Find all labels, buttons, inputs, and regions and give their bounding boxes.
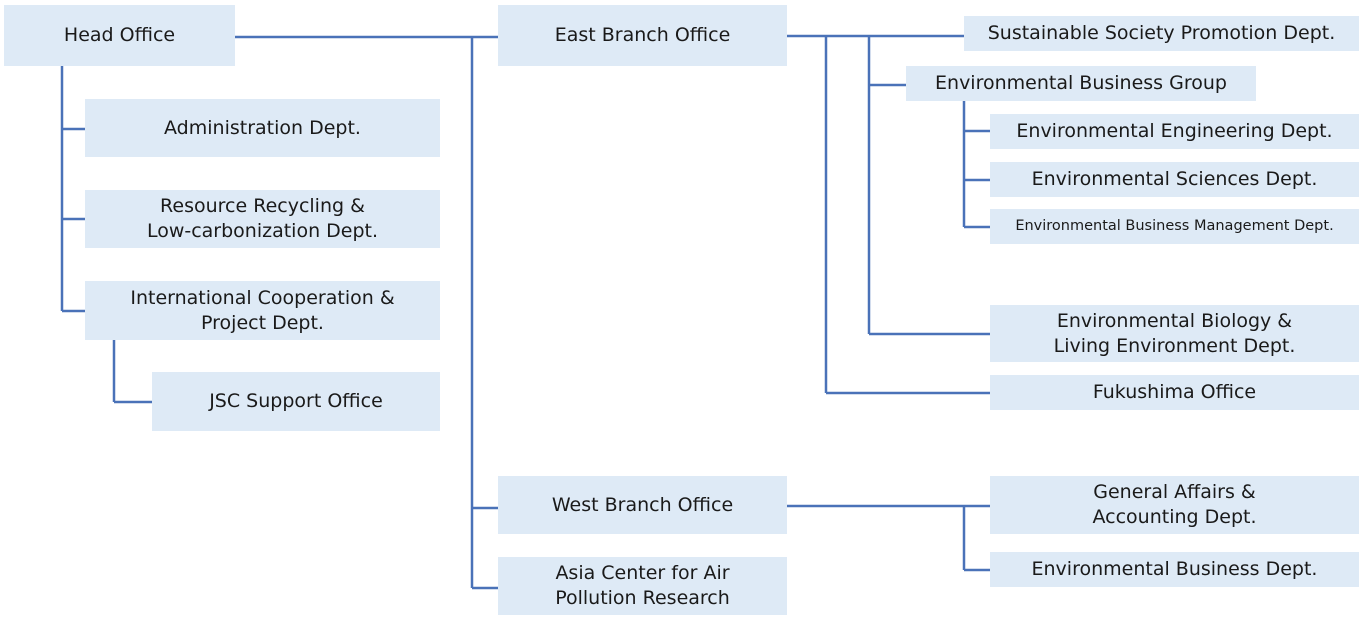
administration-dept-box: Administration Dept. <box>85 99 440 157</box>
jsc-support-office-box: JSC Support Office <box>152 372 440 431</box>
asia-center-box: Asia Center for Air Pollution Research <box>498 557 787 615</box>
fukushima-office-box: Fukushima Office <box>990 375 1359 410</box>
west-branch-office-box: West Branch Office <box>498 476 787 534</box>
east-branch-office-box: East Branch Office <box>498 5 787 66</box>
head-office-box: Head Office <box>4 5 235 66</box>
environmental-biology-dept-box: Environmental Biology & Living Environme… <box>990 305 1359 362</box>
environmental-sciences-dept-box: Environmental Sciences Dept. <box>990 162 1359 197</box>
resource-recycling-dept-box: Resource Recycling & Low-carbonization D… <box>85 190 440 248</box>
environmental-engineering-dept-box: Environmental Engineering Dept. <box>990 114 1359 149</box>
environmental-business-management-dept-box: Environmental Business Management Dept. <box>990 209 1359 244</box>
general-affairs-dept-box: General Affairs & Accounting Dept. <box>990 476 1359 534</box>
environmental-business-group-box: Environmental Business Group <box>906 66 1256 101</box>
environmental-business-dept-box: Environmental Business Dept. <box>990 552 1359 587</box>
international-cooperation-dept-box: International Cooperation & Project Dept… <box>85 281 440 340</box>
sustainable-society-dept-box: Sustainable Society Promotion Dept. <box>964 16 1359 51</box>
